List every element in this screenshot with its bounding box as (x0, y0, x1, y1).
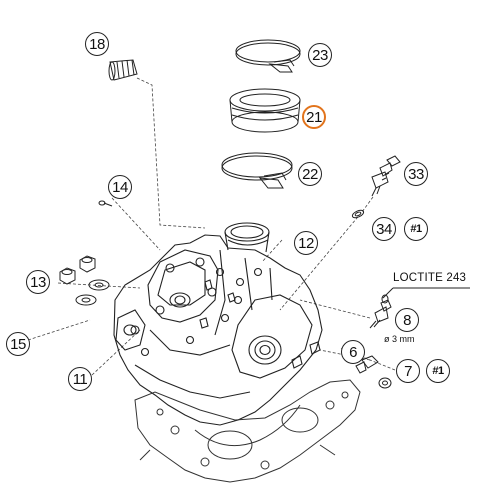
part-13-nut (59, 267, 76, 285)
callout-12-label: 12 (298, 234, 314, 252)
part-23-clamp (235, 39, 301, 73)
part-14-stud (98, 200, 113, 207)
callout-13-label: 13 (30, 273, 46, 291)
callout-18-label: 18 (89, 35, 105, 53)
part-21-intake-flange (229, 88, 301, 133)
part-33-sensor (371, 155, 401, 197)
part-6-screw (355, 355, 379, 374)
callout-33[interactable]: 33 (404, 162, 428, 186)
callout-7[interactable]: 7 (396, 359, 420, 383)
part-13-nut-2 (79, 255, 96, 273)
callout-6-label: 6 (349, 343, 357, 361)
callout-23-label: 23 (312, 46, 328, 64)
callout-23[interactable]: 23 (308, 43, 332, 67)
loctite-label: LOCTITE 243 (393, 272, 467, 284)
callout-7-label: 7 (404, 362, 412, 380)
part-22-clamp (221, 152, 293, 189)
cylinder-head-part-11 (113, 222, 323, 426)
callout-34-note-label: #1 (410, 223, 422, 235)
callout-34-note[interactable]: #1 (404, 217, 428, 241)
callout-7-note[interactable]: #1 (426, 359, 450, 383)
callout-22[interactable]: 22 (298, 162, 322, 186)
callout-18[interactable]: 18 (85, 32, 109, 56)
callout-12[interactable]: 12 (294, 231, 318, 255)
part-8-screw (369, 294, 392, 329)
callout-15[interactable]: 15 (6, 332, 30, 356)
callout-13[interactable]: 13 (26, 270, 50, 294)
callout-14-label: 14 (112, 178, 128, 196)
callout-7-note-label: #1 (432, 365, 444, 377)
part-7-washer (378, 377, 392, 389)
callout-6[interactable]: 6 (341, 340, 365, 364)
head-gasket (134, 379, 361, 483)
part-34-oring (351, 209, 365, 219)
callout-11-label: 11 (72, 370, 88, 388)
callout-8-label: 8 (403, 311, 411, 329)
callout-34[interactable]: 34 (372, 217, 396, 241)
callout-8[interactable]: 8 (395, 308, 419, 332)
part-18-fitting (108, 59, 138, 81)
callout-21[interactable]: 21 (302, 105, 326, 129)
leader-lines (27, 77, 396, 376)
callout-11[interactable]: 11 (68, 367, 92, 391)
callout-15-label: 15 (10, 335, 26, 353)
part-15-washers (75, 279, 110, 306)
callout-21-label: 21 (306, 108, 322, 126)
diameter-label: ø 3 mm (384, 334, 415, 344)
callout-34-label: 34 (376, 220, 392, 238)
callout-14[interactable]: 14 (108, 175, 132, 199)
callout-22-label: 22 (302, 165, 318, 183)
callout-33-label: 33 (408, 165, 424, 183)
